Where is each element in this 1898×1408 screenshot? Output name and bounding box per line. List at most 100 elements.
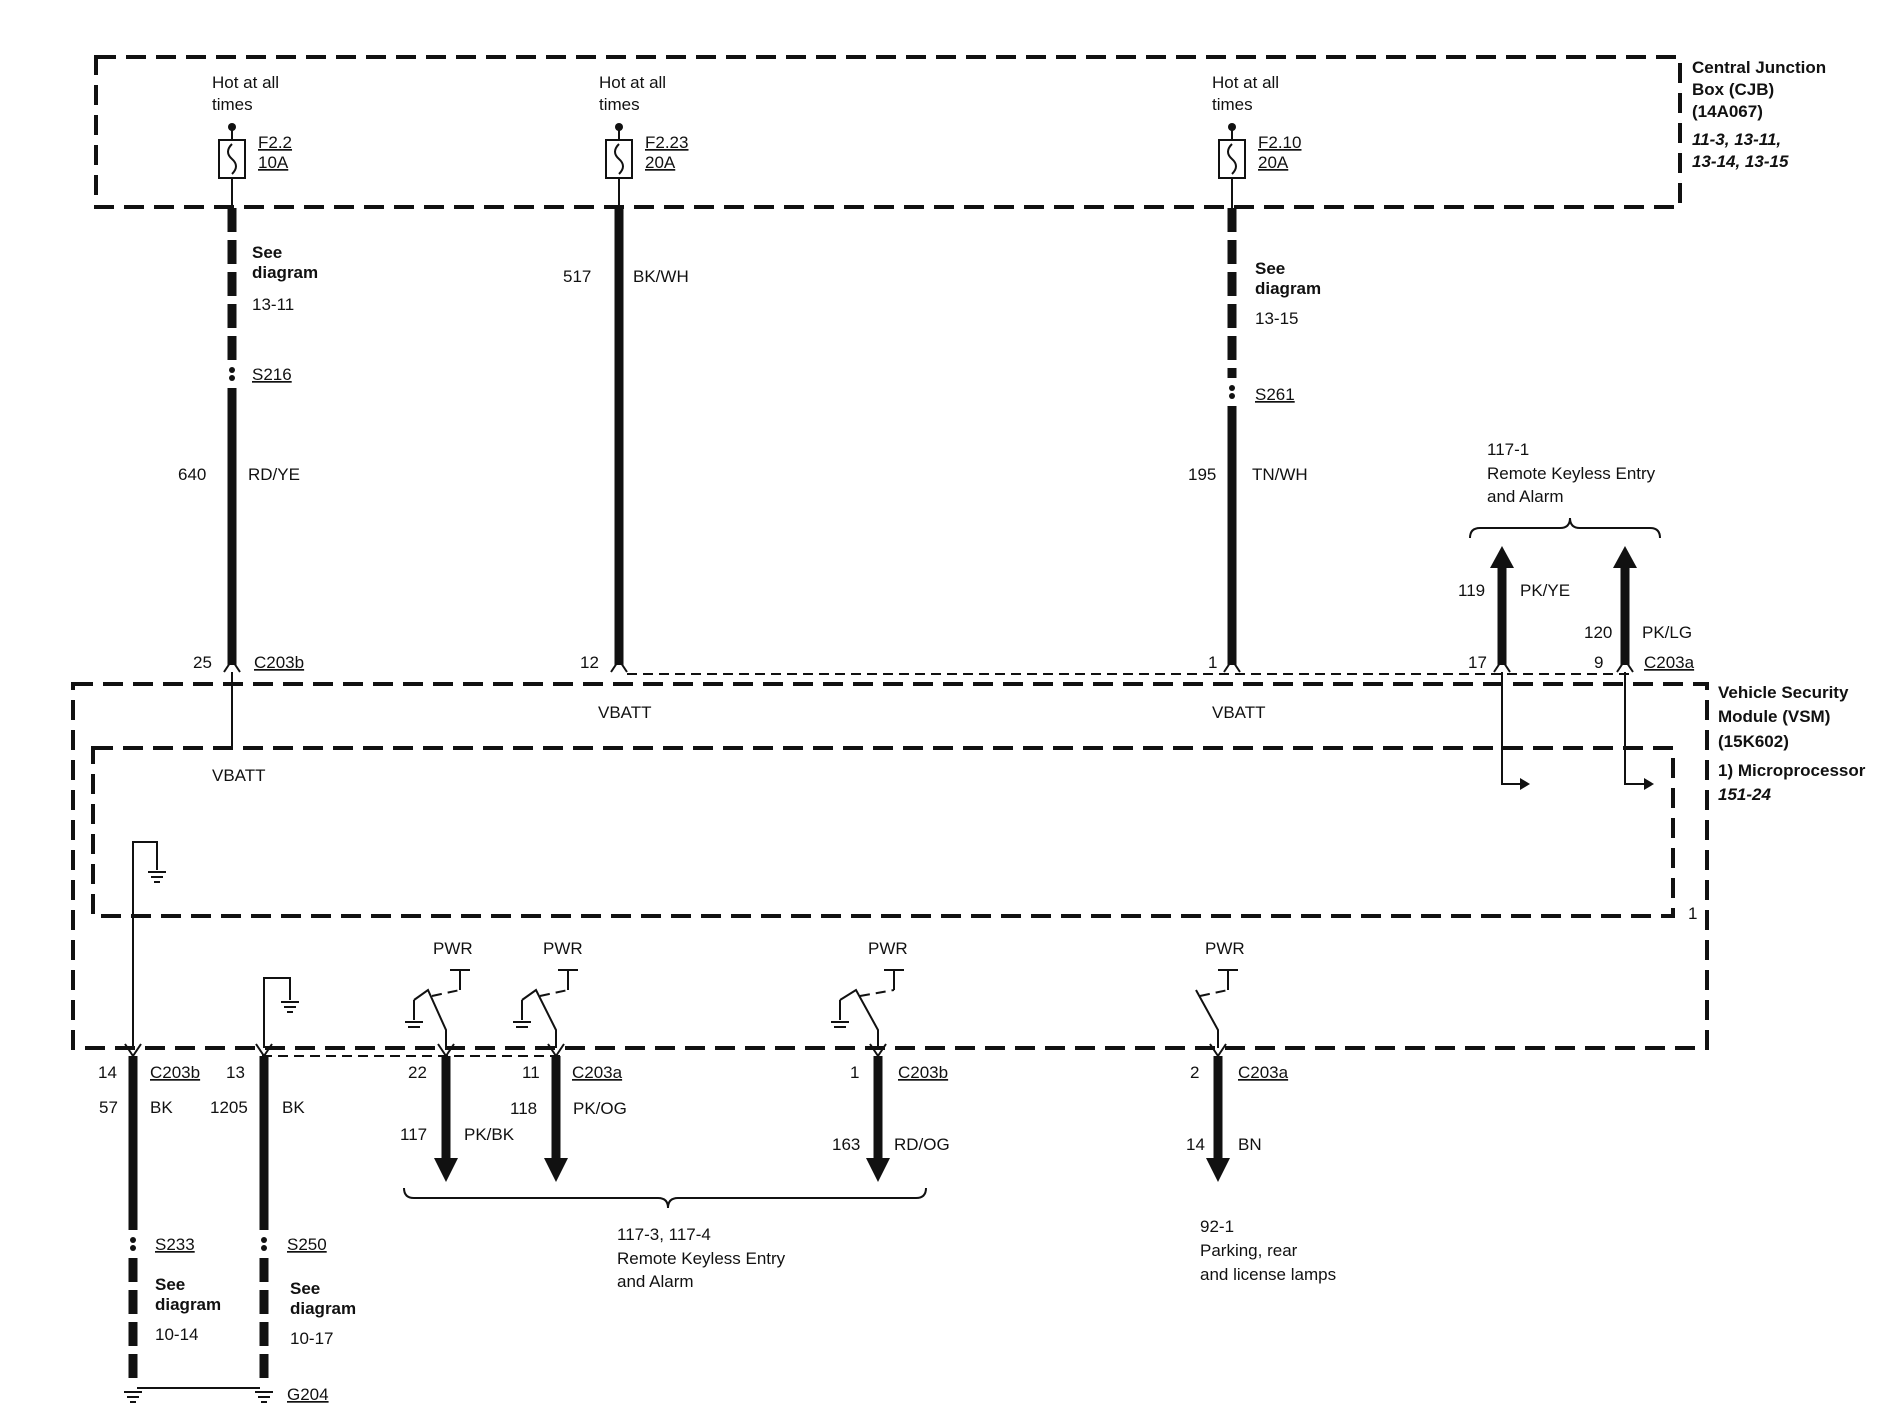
splice-dot: [1229, 393, 1235, 399]
rke-top-label: Remote Keyless Entry: [1487, 464, 1656, 483]
circuit-number: 640: [178, 465, 206, 484]
see-diagram-label: diagram: [290, 1299, 356, 1318]
pin-number: 14: [98, 1063, 117, 1082]
cjb-boundary: [94, 55, 1682, 209]
diagram-ref: 13-15: [1255, 309, 1298, 328]
rke-bottom-label: and Alarm: [617, 1272, 694, 1291]
pwr-label: PWR: [543, 939, 583, 958]
cjb-refs-2: 13-14, 13-15: [1692, 152, 1789, 171]
rke-bottom-label: Remote Keyless Entry: [617, 1249, 786, 1268]
rke-bottom-brace: [403, 1187, 927, 1209]
cjb-refs-1: 11-3, 13-11,: [1692, 130, 1781, 149]
wire-color: PK/BK: [464, 1125, 515, 1144]
pwr-switch-163: PWR: [831, 939, 908, 1048]
fuse-rating: 20A: [645, 153, 676, 172]
diagram-ref: 10-17: [290, 1329, 333, 1348]
wire-color: TN/WH: [1252, 465, 1308, 484]
wire-195: See diagram 13-15 S261 195 TN/WH 1: [1188, 178, 1321, 673]
fuse-f2-10: Hot at all times F2.10 20A: [1212, 73, 1301, 179]
circuit-number: 195: [1188, 465, 1216, 484]
rke-input-line: [1624, 672, 1652, 785]
vbatt-label: VBATT: [212, 766, 266, 785]
pwr-label: PWR: [1205, 939, 1245, 958]
see-diagram-label: diagram: [155, 1295, 221, 1314]
circuit-number: 120: [1584, 623, 1612, 642]
vsm-boundary: [71, 682, 1709, 1050]
vbatt-label: VBATT: [598, 703, 652, 722]
pin-number: 12: [580, 653, 599, 672]
circuit-number: 117: [400, 1125, 427, 1144]
rke-top-brace: [1469, 517, 1661, 539]
vsm-title-1: Vehicle Security: [1718, 683, 1849, 702]
pin-number: 1: [850, 1063, 859, 1082]
arrow-up: [1613, 546, 1637, 568]
pin-number: 2: [1190, 1063, 1199, 1082]
wire-color: RD/OG: [894, 1135, 950, 1154]
rke-top-group: 117-1 Remote Keyless Entry and Alarm 119…: [1458, 440, 1695, 673]
microprocessor-ref: 151-24: [1718, 785, 1771, 804]
microprocessor-label: 1) Microprocessor: [1718, 761, 1866, 780]
wire-color: PK/LG: [1642, 623, 1692, 642]
vsm-title-2: Module (VSM): [1718, 707, 1830, 726]
microprocessor-boundary: [91, 746, 1675, 918]
fuse-hot-label: times: [1212, 95, 1253, 114]
lamps-label: Parking, rear: [1200, 1241, 1298, 1260]
pwr-switch-14: PWR: [1195, 939, 1245, 1048]
arrow-up: [1490, 546, 1514, 568]
pin-number: 17: [1468, 653, 1487, 672]
diagram-ref: 13-11: [252, 295, 294, 314]
pin-number: 11: [522, 1063, 540, 1082]
fuse-hot-label: Hot at all: [212, 73, 279, 92]
connector-id: C203a: [1644, 653, 1695, 672]
fuse-hot-label: times: [599, 95, 640, 114]
wire-517: 517 BK/WH 12: [563, 178, 689, 673]
rke-top-label: and Alarm: [1487, 487, 1564, 506]
pwr-switch-117: PWR: [405, 939, 473, 1048]
wire-118: 11 C203a 118 PK/OG: [510, 1043, 627, 1182]
vbatt-label: VBATT: [1212, 703, 1266, 722]
wire-640: See diagram 13-11 S216 640 RD/YE 25 C203…: [178, 178, 318, 673]
fuse-rating: 20A: [1258, 153, 1289, 172]
arrow-down: [1206, 1158, 1230, 1182]
fuse-hot-label: Hot at all: [599, 73, 666, 92]
fuse-f2-2: Hot at all times F2.2 10A: [212, 73, 292, 179]
wire-57: 14 C203b 57 BK S233 See diagram 10-14: [98, 1043, 221, 1403]
arrow-down: [434, 1158, 458, 1182]
see-diagram-label: See: [155, 1275, 185, 1294]
wire-color: BK: [150, 1098, 173, 1117]
rke-bottom-ref: 117-3, 117-4: [617, 1225, 711, 1244]
cjb-title-3: (14A067): [1692, 102, 1763, 121]
circuit-number: 14: [1186, 1135, 1205, 1154]
diagram-ref: 10-14: [155, 1325, 198, 1344]
wire-color: BN: [1238, 1135, 1262, 1154]
pwr-switch-118: PWR: [513, 939, 583, 1048]
arrow-down: [866, 1158, 890, 1182]
lamps-ref: 92-1: [1200, 1217, 1234, 1236]
see-diagram-label: diagram: [252, 263, 318, 282]
vsm-title-3: (15K602): [1718, 732, 1789, 751]
splice-dot: [130, 1245, 136, 1251]
pin-number: 22: [408, 1063, 427, 1082]
cjb-title-2: Box (CJB): [1692, 80, 1774, 99]
splice-dot: [229, 375, 235, 381]
pwr-label: PWR: [433, 939, 473, 958]
fuse-id: F2.10: [1258, 133, 1301, 152]
fuse-f2-23: Hot at all times F2.23 20A: [599, 73, 688, 179]
wire-color: PK/OG: [573, 1099, 627, 1118]
ground-icon: [263, 977, 299, 1048]
circuit-number: 119: [1458, 581, 1485, 600]
see-diagram-label: See: [252, 243, 282, 262]
see-diagram-label: diagram: [1255, 279, 1321, 298]
see-diagram-label: See: [290, 1279, 320, 1298]
pin-number: 1: [1208, 653, 1217, 672]
rke-top-ref: 117-1: [1487, 440, 1529, 459]
wire-1205: 13 1205 BK S250 See diagram 10-17 G204: [210, 1043, 356, 1404]
circuit-number: 57: [99, 1098, 118, 1117]
wire-163: 1 C203b 163 RD/OG: [832, 1043, 950, 1182]
connector-id: C203a: [572, 1063, 623, 1082]
cjb-title-1: Central Junction: [1692, 58, 1826, 77]
splice-dot: [229, 367, 235, 373]
splice-id: S250: [287, 1235, 327, 1254]
